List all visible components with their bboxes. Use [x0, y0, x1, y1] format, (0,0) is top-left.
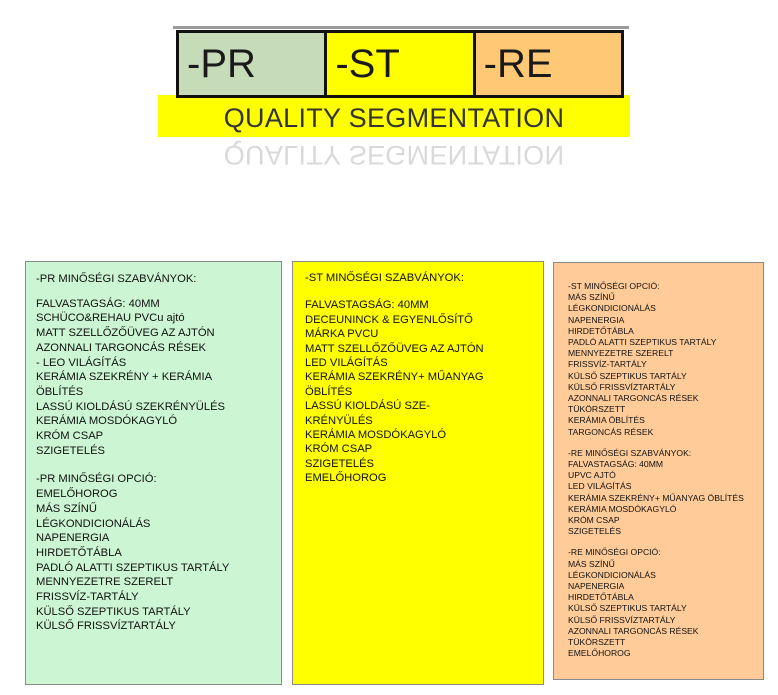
- list-item: ÖBLÍTÉS: [305, 385, 353, 398]
- list-item: PADLÓ ALATTI SZEPTIKUS TARTÁLY: [568, 337, 717, 348]
- list-item: KERÁMIA MOSDÓKAGYLÓ: [568, 503, 677, 514]
- list-item: KÜLSŐ SZEPTIKUS TARTÁLY: [36, 605, 191, 618]
- list-item: - LEO VILÁGÍTÁS: [36, 356, 127, 369]
- list-item: EMELŐHOROG: [305, 472, 387, 485]
- segment-st-label: -ST: [335, 41, 400, 86]
- pr-standards-heading: -PR MINŐSÉGI SZABVÁNYOK:: [36, 273, 197, 285]
- list-item: KÜLSŐ SZEPTIKUS TARTÁLY: [568, 370, 687, 381]
- list-item: AZONNALI TARGONCÁS RÉSEK: [568, 393, 699, 404]
- list-item: LASSÚ KIOLDÁSÚ SZE-: [305, 400, 430, 413]
- list-item: KERÁMIA SZEKRÉNY + KERÁMIA: [36, 371, 213, 384]
- list-item: KRÓM CSAP: [568, 515, 620, 526]
- list-item: LED VILÁGÍTÁS: [305, 357, 388, 370]
- list-item: PADLÓ ALATTI SZEPTIKUS TARTÁLY: [36, 561, 230, 574]
- st-standards-heading: -ST MINŐSÉGI SZABVÁNYOK:: [305, 272, 464, 284]
- segment-bar: -PR -ST -RE: [176, 30, 624, 98]
- list-item: TARGONCÁS RÉSEK: [568, 426, 654, 437]
- quality-segmentation-title: QUALITY SEGMENTATION: [223, 102, 565, 133]
- list-item: TÜKÖRSZETT: [568, 637, 626, 648]
- list-item: MÁRKA PVCU: [305, 328, 379, 341]
- list-item: MÁS SZÍNŰ: [568, 558, 615, 569]
- quality-segmentation-band: QUALITY SEGMENTATION: [158, 95, 630, 137]
- list-item: FALVASTAGSÁG: 40MM: [568, 459, 664, 470]
- st-options-list: MÁS SZÍNŰ LÉGKONDICIONÁLÁS NAPENERGIA HI…: [568, 292, 763, 438]
- list-item: NAPENERGIA: [36, 532, 110, 545]
- list-item: HIRDETŐTÁBLA: [568, 325, 634, 336]
- re-options-heading: -RE MINŐSÉGI OPCIÓ:: [568, 547, 661, 558]
- list-item: KERÁMIA ÖBLÍTÉS: [568, 415, 645, 426]
- st-column: -ST MINŐSÉGI SZABVÁNYOK: FALVASTAGSÁG: 4…: [292, 261, 544, 685]
- pr-standards-list: FALVASTAGSÁG: 40MM SCHÜCO&REHAU PVCu ajt…: [36, 297, 281, 459]
- header-top-shadow: [173, 26, 629, 29]
- list-item: FALVASTAGSÁG: 40MM: [305, 299, 429, 312]
- list-item: EMELŐHOROG: [568, 648, 631, 659]
- list-item: MATT SZELLŐZŐÜVEG AZ AJTÓN: [305, 342, 484, 355]
- list-item: KÜLSŐ SZEPTIKUS TARTÁLY: [568, 603, 687, 614]
- segment-pr: -PR: [179, 33, 325, 95]
- re-standards-list: FALVASTAGSÁG: 40MM UPVC AJTÓ LED VILÁGÍT…: [568, 459, 763, 537]
- list-item: KÜLSŐ FRISSVÍZTARTÁLY: [36, 620, 176, 633]
- segment-re-label: -RE: [483, 41, 553, 86]
- list-item: MENNYEZETRE SZERELT: [568, 348, 674, 359]
- list-item: KERÁMIA MOSDÓKAGYLÓ: [305, 429, 447, 442]
- list-item: EMELŐHOROG: [36, 488, 118, 501]
- title-reflection: QUALITY SEGMENTATION: [158, 140, 630, 170]
- list-item: MÁS SZÍNŰ: [568, 292, 615, 303]
- list-item: LÉGKONDICIONÁLÁS: [568, 303, 656, 314]
- pr-options-heading: -PR MINŐSÉGI OPCIÓ:: [36, 473, 157, 486]
- st-standards-list: FALVASTAGSÁG: 40MM DECEUNINCK & EGYENLŐS…: [305, 298, 543, 485]
- list-item: FRISSVÍZ-TARTÁLY: [568, 359, 647, 370]
- st-options-heading: -ST MINŐSÉGI OPCIÓ:: [568, 281, 660, 291]
- list-item: AZONNALI TARGONCÁS RÉSEK: [36, 341, 206, 354]
- pr-options-list: EMELŐHOROG MÁS SZÍNŰ LÉGKONDICIONÁLÁS NA…: [36, 487, 281, 634]
- segment-st: -ST: [324, 33, 473, 95]
- list-item: TÜKÖRSZETT: [568, 404, 626, 415]
- list-item: LED VILÁGÍTÁS: [568, 481, 632, 492]
- list-item: KERÁMIA SZEKRÉNY+ MŰANYAG ÖBLÍTÉS: [568, 492, 744, 503]
- list-item: KERÁMIA SZEKRÉNY+ MŰANYAG: [305, 371, 484, 384]
- list-item: KRÓM CSAP: [36, 430, 104, 443]
- re-standards-heading: -RE MINŐSÉGI SZABVÁNYOK:: [568, 447, 692, 458]
- list-item: NAPENERGIA: [568, 314, 625, 325]
- segment-pr-label: -PR: [187, 41, 256, 86]
- list-item: NAPENERGIA: [568, 581, 625, 592]
- list-item: SCHÜCO&REHAU PVCu ajtó: [36, 312, 185, 325]
- list-item: LÉGKONDICIONÁLÁS: [568, 569, 656, 580]
- list-item: HIRDETŐTÁBLA: [568, 592, 634, 603]
- list-item: KÜLSŐ FRISSVÍZTARTÁLY: [568, 381, 676, 392]
- list-item: KRÉNYÜLÉS: [305, 414, 373, 427]
- title-reflection-text: QUALITY SEGMENTATION: [223, 140, 565, 170]
- re-options-list: MÁS SZÍNŰ LÉGKONDICIONÁLÁS NAPENERGIA HI…: [568, 559, 763, 660]
- list-item: LÉGKONDICIONÁLÁS: [36, 517, 151, 530]
- list-item: MÁS SZÍNŰ: [36, 502, 97, 515]
- list-item: KERÁMIA MOSDÓKAGYLÓ: [36, 415, 178, 428]
- list-item: KÜLSŐ FRISSVÍZTARTÁLY: [568, 614, 676, 625]
- list-item: LASSÚ KIOLDÁSÚ SZEKRÉNYÜLÉS: [36, 400, 226, 413]
- list-item: SZIGETELÉS: [36, 444, 106, 457]
- list-item: MATT SZELLŐZŐÜVEG AZ AJTÓN: [36, 327, 215, 340]
- list-item: ÖBLÍTÉS: [36, 385, 84, 398]
- segment-re: -RE: [472, 33, 621, 95]
- list-item: FALVASTAGSÁG: 40MM: [36, 297, 160, 310]
- list-item: SZIGETELÉS: [305, 457, 375, 470]
- list-item: DECEUNINCK & EGYENLŐSÍTŐ: [305, 313, 473, 326]
- list-item: HIRDETŐTÁBLA: [36, 546, 122, 559]
- list-item: UPVC AJTÓ: [568, 470, 616, 481]
- re-column: -ST MINŐSÉGI OPCIÓ: MÁS SZÍNŰ LÉGKONDICI…: [553, 262, 764, 680]
- pr-column: -PR MINŐSÉGI SZABVÁNYOK: FALVASTAGSÁG: 4…: [25, 261, 282, 685]
- list-item: KRÓM CSAP: [305, 443, 373, 456]
- list-item: SZIGETELÉS: [568, 526, 622, 537]
- list-item: MENNYEZETRE SZERELT: [36, 576, 174, 589]
- list-item: FRISSVÍZ-TARTÁLY: [36, 591, 139, 604]
- list-item: AZONNALI TARGONCÁS RÉSEK: [568, 625, 699, 636]
